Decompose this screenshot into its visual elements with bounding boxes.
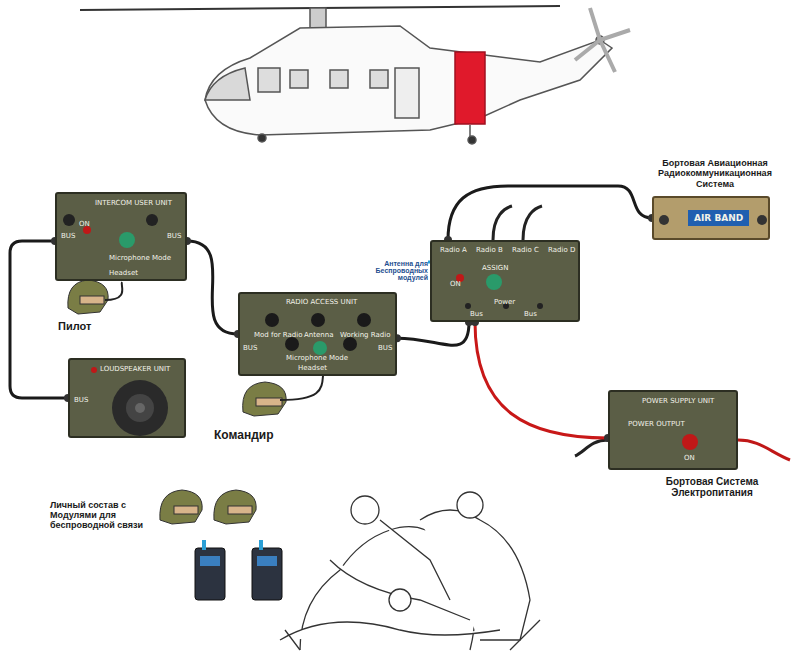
cable-connector	[475, 322, 608, 438]
equipment-unit: INTERCOM USER UNIT ON Microphone ModeHeads…	[55, 192, 187, 281]
port-label: Bus	[470, 310, 483, 318]
port-label: BUS	[243, 344, 257, 352]
knob-symbol	[265, 313, 279, 327]
knob-label: Working Radio	[340, 331, 390, 339]
antenna-label: Антенна для Беспроводных модулей	[356, 260, 428, 281]
cable-connector	[397, 322, 469, 345]
system-label: Бортовая Система Электропитания	[648, 476, 776, 498]
knob-symbol	[119, 232, 135, 248]
port-label: Headset	[109, 269, 138, 277]
unit-title: RADIO ACCESS UNIT	[286, 298, 357, 306]
knob-symbol	[537, 303, 543, 309]
knob-symbol	[757, 215, 767, 225]
knob-label: Microphone Mode	[109, 254, 171, 262]
knob-symbol	[146, 214, 158, 226]
port-label: Radio A	[440, 246, 467, 254]
port-label: POWER OUTPUT	[628, 420, 685, 428]
port-label: BUS	[74, 396, 88, 404]
wireless-module	[195, 540, 282, 600]
knob-label: Mod for Radio	[254, 331, 303, 339]
knob-label: Microphone Mode	[286, 354, 348, 362]
equipment-unit: LOUDSPEAKER UNIT BUS	[68, 358, 186, 438]
knob-label: ASSIGN	[482, 264, 508, 272]
knob-symbol	[682, 434, 698, 450]
knob-symbol	[486, 274, 502, 290]
system-heading: Бортовая Авиационная Радиокоммуникационн…	[640, 158, 790, 189]
role-label: Командир	[214, 428, 273, 442]
port-label: BUS	[378, 344, 392, 352]
port-label: Radio B	[476, 246, 503, 254]
port-label: Bus	[524, 310, 537, 318]
equipment-unit: Radio A Radio B Radio C Radio D ON ASSIGN Powe…	[430, 240, 580, 322]
personnel-label: Личный состав с Модулями для беспроводно…	[50, 500, 158, 530]
unit-title: POWER SUPPLY UNIT	[642, 397, 714, 405]
knob-symbol	[313, 341, 327, 355]
knob-symbol	[63, 214, 75, 226]
indicator-label: ON	[450, 280, 461, 288]
knob-symbol	[135, 403, 145, 413]
display-text: AIR BAND	[688, 210, 749, 226]
knob-symbol	[285, 337, 299, 351]
unit-title: INTERCOM USER UNIT	[95, 199, 172, 207]
medics-sketch	[280, 492, 540, 650]
knob-symbol	[91, 367, 97, 373]
cable-connector	[187, 241, 238, 334]
equipment-unit: RADIO ACCESS UNIT Mod for RadioAntenna Wor…	[238, 292, 397, 376]
knob-label: Antenna	[304, 331, 333, 339]
port-label: Radio D	[548, 246, 575, 254]
helicopter-illustration	[80, 6, 630, 144]
port-label: BUS	[167, 232, 181, 240]
port-label: BUS	[61, 232, 75, 240]
knob-symbol	[465, 303, 471, 309]
role-label: Пилот	[58, 320, 91, 332]
unit-title: LOUDSPEAKER UNIT	[100, 365, 170, 373]
knob-symbol	[343, 337, 357, 351]
cable-connector	[448, 186, 652, 240]
knob-symbol	[659, 215, 669, 225]
equipment-unit: Бортовая Авиационная Радиокоммуникационн…	[652, 196, 770, 240]
knob-symbol	[357, 313, 371, 327]
port-label: Headset	[298, 364, 327, 372]
equipment-unit: POWER SUPPLY UNIT POWER OUTPUT ON	[608, 390, 738, 470]
indicator-label: ON	[79, 220, 90, 228]
port-label: Power	[494, 298, 515, 306]
port-label: Radio C	[512, 246, 539, 254]
indicator-label: ON	[684, 454, 695, 462]
knob-symbol	[311, 313, 325, 327]
